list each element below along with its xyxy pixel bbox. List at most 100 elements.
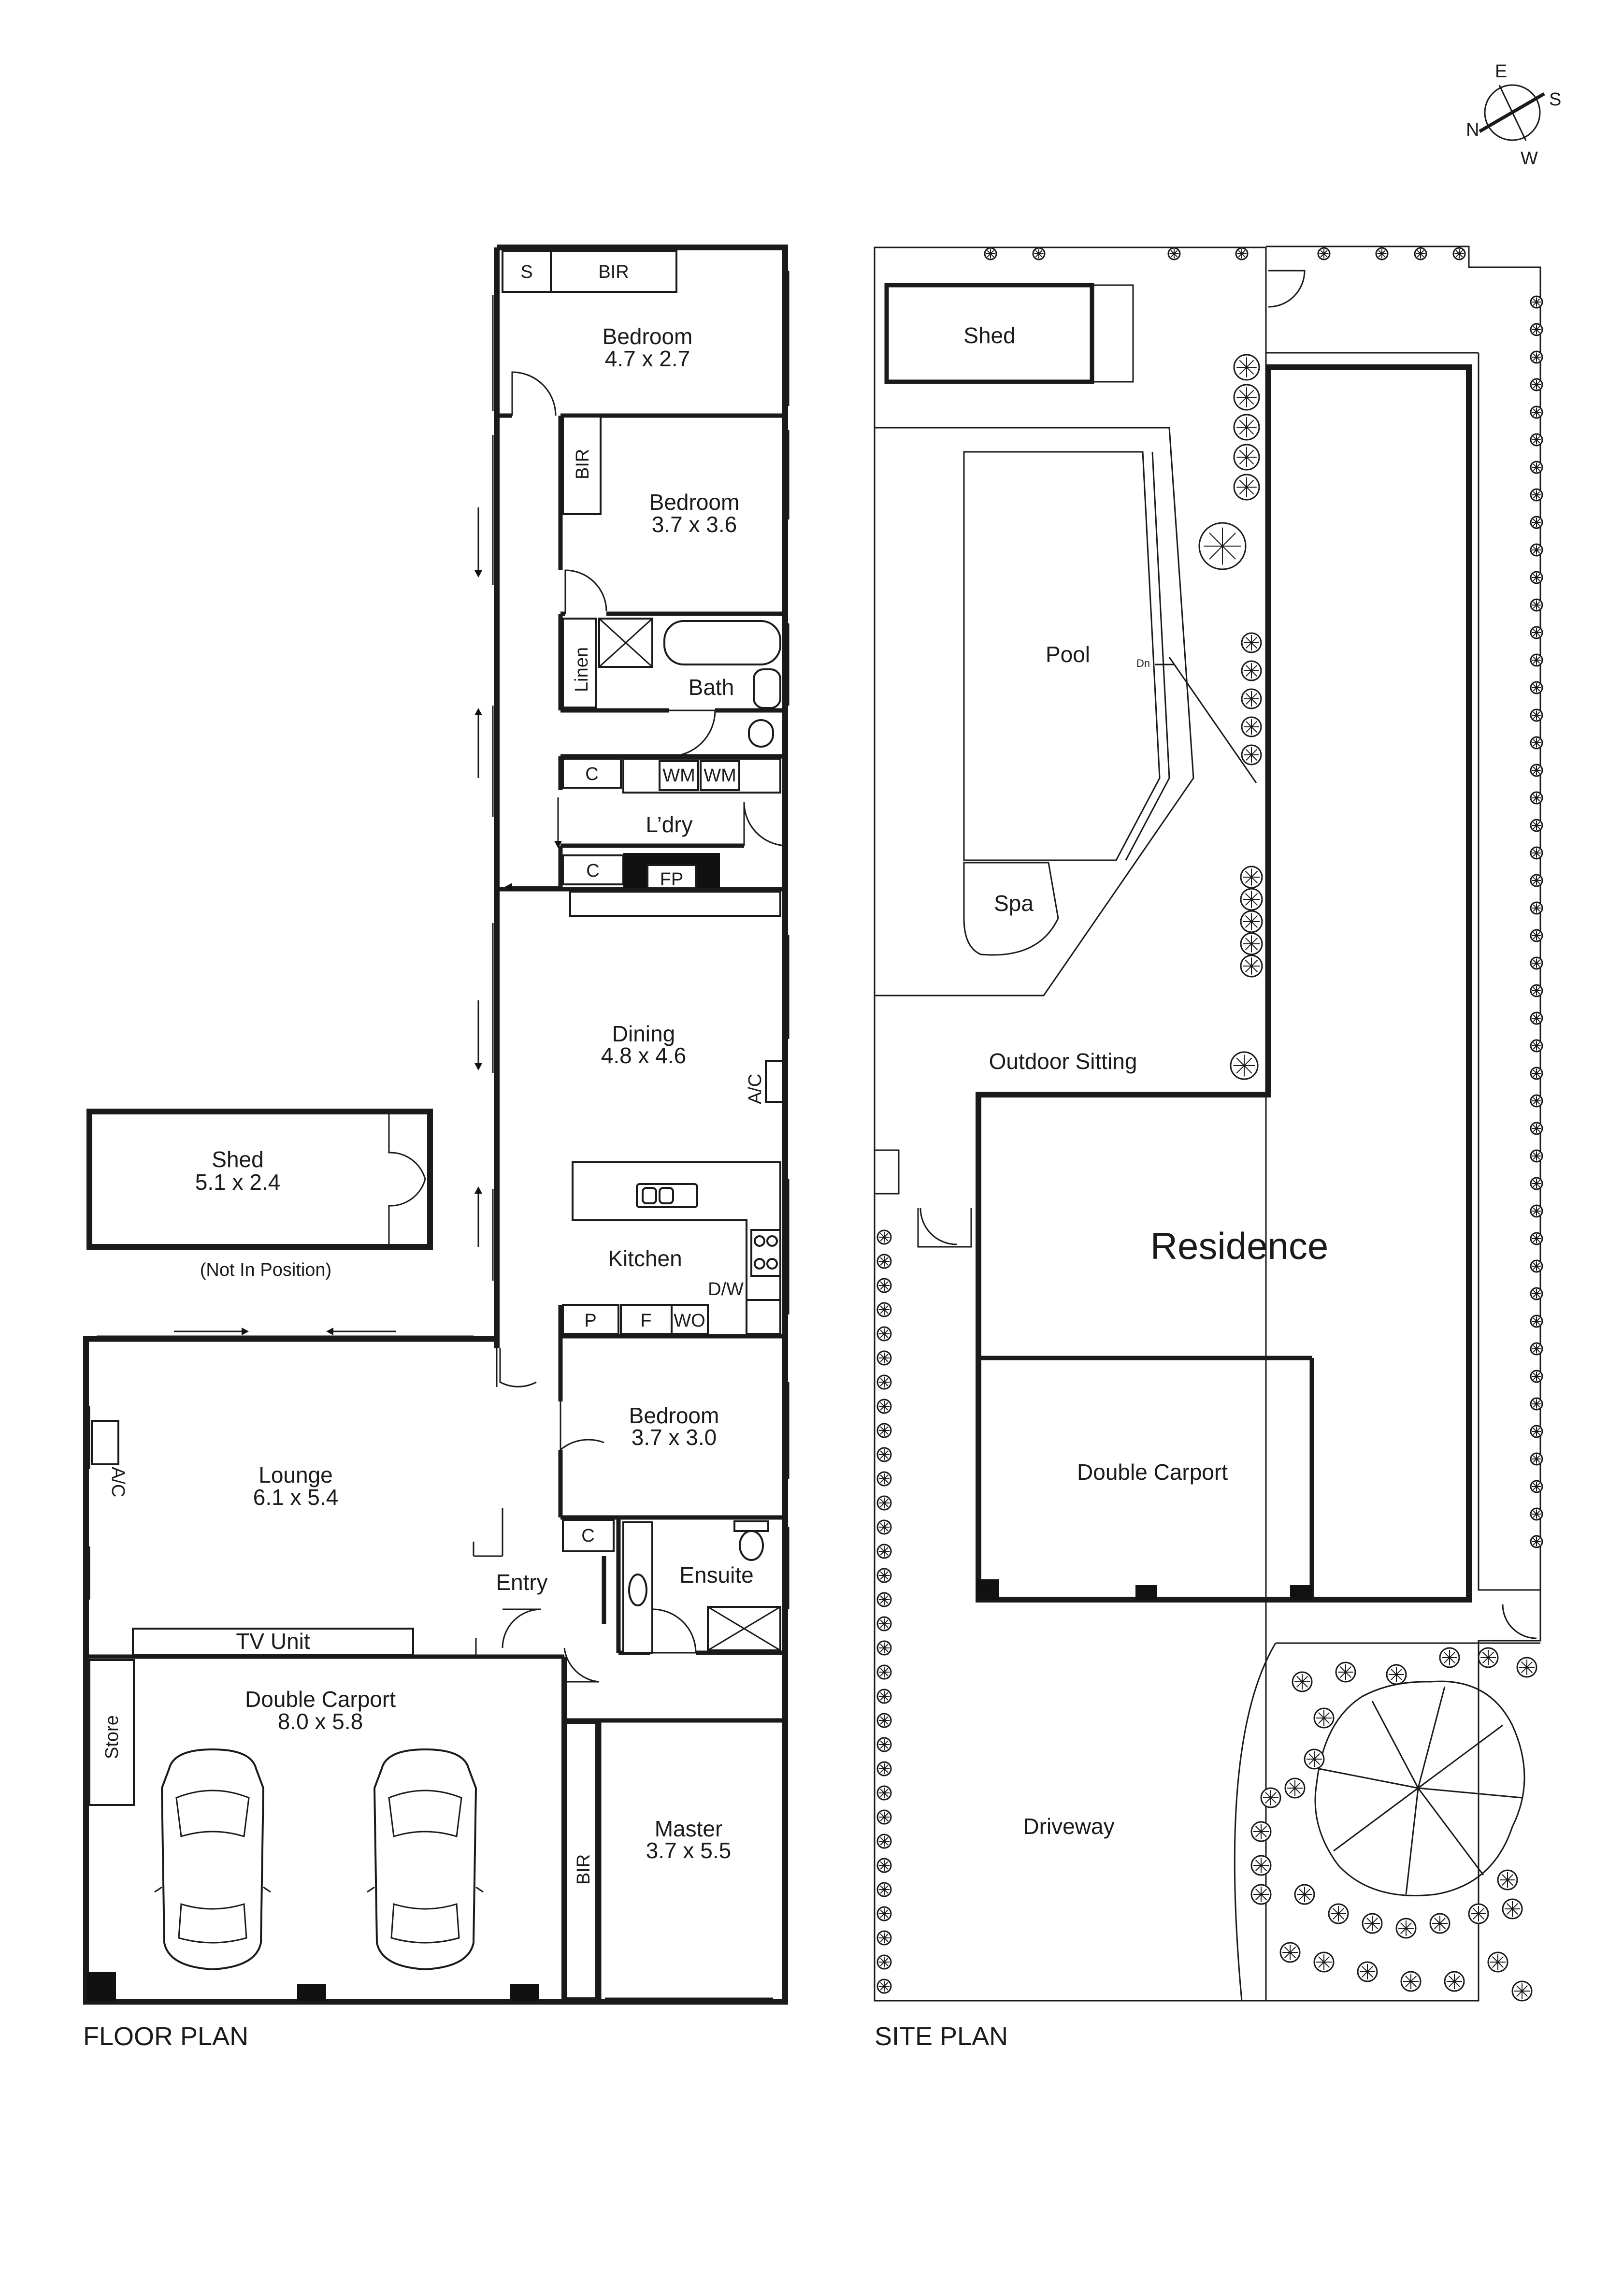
shrub-icon-stroke bbox=[880, 1233, 889, 1242]
fixture-c-ldry-label: C bbox=[585, 764, 598, 784]
shrub-icon-stroke bbox=[1332, 1907, 1345, 1920]
shrub-icon-stroke bbox=[1533, 739, 1540, 747]
shrub-icon-stroke bbox=[1035, 250, 1043, 258]
shrub-icon-stroke bbox=[1533, 1538, 1540, 1545]
fixture-c-ensuite-label: C bbox=[581, 1526, 594, 1546]
tree-icon bbox=[1314, 1680, 1525, 1896]
compass-n: N bbox=[1466, 120, 1479, 140]
fixture-store-label: Store bbox=[102, 1715, 122, 1759]
fixture-store bbox=[88, 1659, 135, 1806]
fixture-toilet bbox=[748, 719, 774, 748]
shrub-icon-stroke bbox=[880, 1982, 889, 1991]
shrub-icon-stroke bbox=[1482, 1651, 1494, 1664]
fixture-p-label: P bbox=[584, 1311, 596, 1331]
fixture-c-ldry bbox=[562, 758, 622, 789]
shrub-icon-stroke bbox=[880, 1474, 889, 1483]
spa-outline bbox=[963, 862, 1059, 956]
shrub-icon-stroke bbox=[1405, 1975, 1417, 1988]
shrub-icon-stroke bbox=[1245, 893, 1258, 906]
shrub-icon-stroke bbox=[1533, 987, 1540, 995]
shrub-icon-stroke bbox=[1245, 959, 1258, 973]
windows-left bbox=[88, 295, 494, 1600]
sink-bowl bbox=[642, 1187, 657, 1204]
shrub-icon-stroke bbox=[880, 1764, 889, 1773]
shrub-icon-stroke bbox=[1533, 353, 1540, 361]
compass-needle-cross bbox=[1498, 85, 1527, 141]
room-master-name: Master bbox=[655, 1816, 723, 1841]
room-bath-name: Bath bbox=[689, 675, 734, 700]
room-ensuite-name: Ensuite bbox=[679, 1562, 753, 1588]
room-lounge-name: Lounge bbox=[259, 1462, 333, 1487]
pool-edge bbox=[1168, 657, 1257, 783]
room-master-dims: 3.7 x 5.5 bbox=[646, 1838, 731, 1863]
site-plan: Shed Pool Dn Spa Outdoor Sitting Residen… bbox=[874, 245, 1543, 2051]
fixture-ac-dining-label: A/C bbox=[745, 1074, 765, 1104]
fixture-dw bbox=[746, 1299, 781, 1335]
shrub-icon-stroke bbox=[880, 1499, 889, 1507]
fixture-bir-bed2 bbox=[562, 416, 602, 515]
fixture-c-dining bbox=[562, 854, 624, 885]
shrub-icon-stroke bbox=[1533, 491, 1540, 499]
site-gate-swing bbox=[1502, 1604, 1537, 1639]
shrub-icon-stroke bbox=[1533, 1400, 1540, 1408]
shrub-icon-stroke bbox=[1255, 1888, 1267, 1901]
pool-outline bbox=[963, 451, 1161, 861]
carport-post bbox=[510, 1984, 539, 2001]
room-entry-name: Entry bbox=[496, 1570, 547, 1595]
shrub-icon-stroke bbox=[1238, 250, 1246, 258]
fixture-vanity bbox=[753, 668, 781, 709]
fixture-bir-master-label: BIR bbox=[574, 1854, 594, 1885]
site-outdoor-label: Outdoor Sitting bbox=[989, 1049, 1137, 1074]
shrub-icon-stroke bbox=[1533, 574, 1540, 581]
shrub-icon-stroke bbox=[880, 1305, 889, 1314]
burner bbox=[754, 1235, 765, 1247]
shrub-icon-stroke bbox=[880, 1329, 889, 1338]
shrub-icon-stroke bbox=[1533, 326, 1540, 333]
fixture-bir-top-label: BIR bbox=[598, 262, 629, 282]
shrub-icon-stroke bbox=[880, 1789, 889, 1797]
site-dn-label: Dn bbox=[1136, 657, 1150, 669]
shrub-icon-stroke bbox=[1245, 870, 1258, 884]
shrub-icon-stroke bbox=[1455, 250, 1463, 258]
shed-dims: 5.1 x 2.4 bbox=[195, 1170, 280, 1195]
shrub-icon-stroke bbox=[1255, 1859, 1267, 1872]
shrub-icon-stroke bbox=[1501, 1874, 1514, 1886]
shrub-icon-stroke bbox=[1417, 250, 1424, 258]
site-pool-label: Pool bbox=[1046, 642, 1090, 667]
shrub-icon-stroke bbox=[1533, 519, 1540, 526]
fixture-bir-bed2-label: BIR bbox=[573, 449, 593, 479]
shrub-icon-stroke bbox=[880, 1909, 889, 1918]
shrub-icon-stroke bbox=[880, 1547, 889, 1556]
shrub-icon-stroke bbox=[1533, 1180, 1540, 1187]
fixture-ac-lounge-label: A/C bbox=[108, 1467, 128, 1497]
shrub-icon-stroke bbox=[1245, 937, 1258, 951]
compass-s: S bbox=[1549, 89, 1561, 110]
shrub-icon-stroke bbox=[1209, 533, 1236, 560]
shrub-icon-stroke bbox=[880, 1716, 889, 1725]
shrub-icon-stroke bbox=[880, 1595, 889, 1604]
site-gate bbox=[917, 1208, 972, 1248]
shrub-icon-stroke bbox=[1533, 1097, 1540, 1105]
burner bbox=[766, 1258, 778, 1270]
shrub-icon-stroke bbox=[1533, 711, 1540, 719]
site-right-lane bbox=[1478, 353, 1540, 1591]
site-plan-caption: SITE PLAN bbox=[875, 2022, 1008, 2051]
shrub-icon-stroke bbox=[880, 1740, 889, 1749]
shrub-icon-stroke bbox=[880, 1378, 889, 1386]
room-carport-dims: 8.0 x 5.8 bbox=[278, 1709, 363, 1734]
site-carport-post bbox=[1135, 1585, 1157, 1600]
room-kitchen-name: Kitchen bbox=[608, 1246, 682, 1271]
shrub-icon-stroke bbox=[880, 1354, 889, 1362]
shrub-icon-stroke bbox=[1264, 1791, 1277, 1804]
shrub-icon-stroke bbox=[1533, 822, 1540, 829]
shrub-icon-stroke bbox=[1506, 1903, 1519, 1915]
shed-name: Shed bbox=[212, 1147, 263, 1172]
fixture-c-dining-label: C bbox=[586, 861, 599, 881]
shrub-icon-stroke bbox=[1239, 449, 1254, 465]
site-gate-swing bbox=[1268, 270, 1306, 308]
shrub-icon-stroke bbox=[1361, 1965, 1374, 1978]
garden-bed-edge bbox=[1234, 1643, 1277, 2001]
shrub-icon-stroke bbox=[880, 1257, 889, 1266]
shrub-icon-stroke bbox=[880, 1571, 889, 1580]
